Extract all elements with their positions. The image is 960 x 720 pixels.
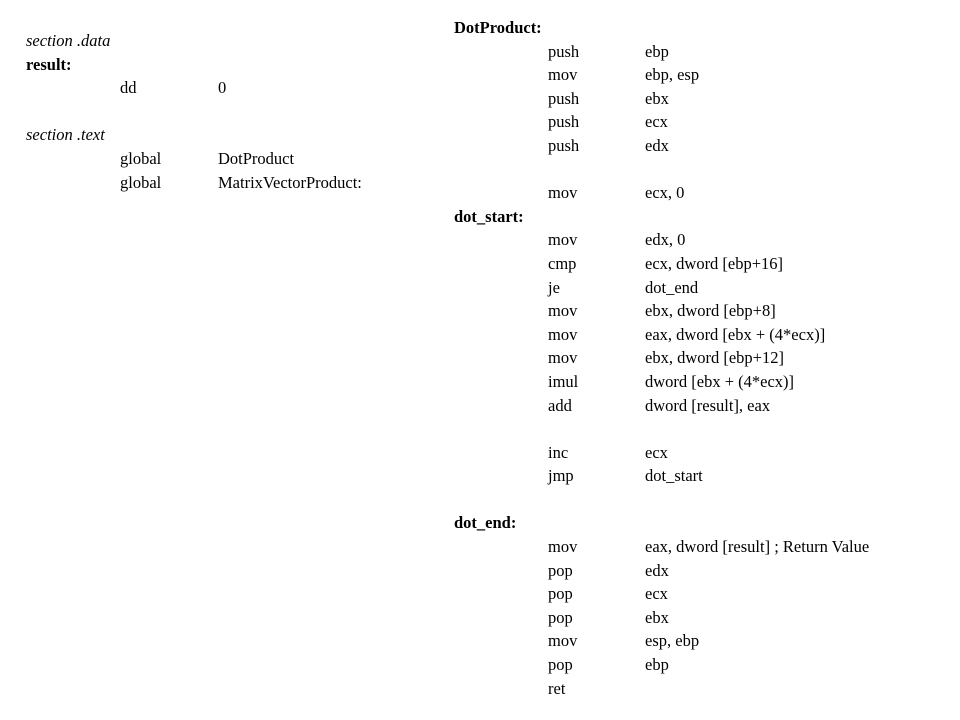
instruction-op: mov: [548, 301, 578, 321]
instruction-arg: eax, dword [result] ; Return Value: [645, 537, 870, 557]
instruction-op: imul: [548, 371, 579, 391]
code-line: mov esp, ebp: [454, 629, 699, 653]
code-line: push edx: [454, 134, 669, 158]
instruction-op: push: [548, 41, 580, 61]
code-line: imul dword [ebx + (4*ecx)]: [454, 370, 794, 394]
code-line: inc ecx: [454, 441, 668, 465]
instruction-op: pop: [548, 607, 573, 627]
prologue-block: push ebp mov ebp, esp push ebx push ecx push edx: [454, 40, 699, 158]
code-line: pop edx: [454, 559, 669, 583]
instruction-arg: eax, dword [ebx + (4*ecx)]: [645, 324, 826, 344]
blank-line: [454, 158, 542, 182]
instruction-op: mov: [548, 324, 578, 344]
instruction-arg: dot_start: [645, 466, 703, 486]
left-code-column: section .data result: dd 0 section .text…: [26, 29, 362, 195]
instruction-op: dd: [120, 78, 137, 98]
instruction-op: mov: [548, 348, 578, 368]
code-line-global: global MatrixVectorProduct:: [26, 171, 362, 195]
code-line: pop ebx: [454, 606, 669, 630]
code-line: mov eax, dword [result] ; Return Value: [454, 535, 869, 559]
instruction-arg: ecx: [645, 442, 668, 462]
code-line: push ebp: [454, 40, 669, 64]
code-line: mov ecx, 0: [454, 181, 684, 205]
code-line: push ebx: [454, 87, 669, 111]
code-line-result-dd: dd 0: [26, 76, 226, 100]
instruction-arg: dword [ebx + (4*ecx)]: [645, 371, 795, 391]
instruction-op: je: [548, 277, 560, 297]
instruction-op: mov: [548, 537, 578, 557]
loop-body-block: mov edx, 0 cmp ecx, dword [ebp+16] je dot_end…: [454, 228, 825, 418]
instruction-arg: dot_end: [645, 277, 699, 297]
instruction-op: inc: [548, 442, 569, 462]
instruction-op: jmp: [548, 466, 574, 486]
instruction-op: add: [548, 395, 572, 415]
instruction-op: global: [120, 148, 162, 168]
code-line: mov ebx, dword [ebp+12]: [454, 346, 784, 370]
instruction-op: global: [120, 172, 162, 192]
code-line: push ecx: [454, 110, 668, 134]
instruction-arg: DotProduct: [218, 148, 295, 168]
instruction-arg: esp, ebp: [645, 631, 700, 651]
instruction-op: mov: [548, 183, 578, 203]
instruction-arg: ecx: [645, 112, 668, 132]
instruction-arg: edx: [645, 560, 669, 580]
init-block: mov ecx, 0: [454, 181, 684, 205]
instruction-op: mov: [548, 631, 578, 651]
instruction-arg: ebp, esp: [645, 65, 700, 85]
blank-line: [454, 417, 542, 441]
dotproduct-label: DotProduct:: [454, 18, 542, 37]
instruction-op: mov: [548, 65, 578, 85]
code-line: pop ebp: [454, 653, 669, 677]
instruction-op: pop: [548, 560, 573, 580]
instruction-arg: 0: [218, 78, 227, 98]
code-line: cmp ecx, dword [ebp+16]: [454, 252, 783, 276]
instruction-arg: ebx, dword [ebp+12]: [645, 348, 784, 368]
code-line: mov eax, dword [ebx + (4*ecx)]: [454, 323, 825, 347]
code-line: mov edx, 0: [454, 228, 685, 252]
result-label: result:: [26, 54, 72, 74]
instruction-arg: dword [result], eax: [645, 395, 771, 415]
code-line: mov ebp, esp: [454, 63, 699, 87]
instruction-arg: edx, 0: [645, 230, 686, 250]
instruction-op: pop: [548, 584, 573, 604]
instruction-arg: ecx, 0: [645, 183, 685, 203]
loop-tail-block: inc ecx jmp dot_start: [454, 441, 703, 488]
text-section-directive: section .text: [26, 125, 105, 145]
dot-start-label: dot_start:: [454, 206, 524, 226]
instruction-op: cmp: [548, 253, 577, 273]
instruction-arg: edx: [645, 135, 669, 155]
blank-line: [454, 488, 542, 512]
instruction-arg: MatrixVectorProduct:: [218, 172, 362, 192]
instruction-op: mov: [548, 230, 578, 250]
instruction-op: push: [548, 88, 580, 108]
instruction-arg: ebp: [645, 41, 669, 61]
dot-end-label: dot_end:: [454, 513, 517, 533]
instruction-op: ret: [548, 678, 566, 698]
code-line: ret: [454, 677, 565, 701]
instruction-arg: ecx: [645, 584, 668, 604]
code-line: pop ecx: [454, 582, 668, 606]
instruction-op: push: [548, 135, 580, 155]
code-line: jmp dot_start: [454, 464, 703, 488]
instruction-arg: ebp: [645, 655, 669, 675]
instruction-op: push: [548, 112, 580, 132]
instruction-arg: ebx: [645, 88, 669, 108]
instruction-arg: ecx, dword [ebp+16]: [645, 253, 784, 273]
instruction-arg: ebx, dword [ebp+8]: [645, 301, 776, 321]
data-section-directive: section .data: [26, 31, 111, 50]
instruction-arg: ebx: [645, 607, 669, 627]
code-line: mov ebx, dword [ebp+8]: [454, 299, 776, 323]
code-line: add dword [result], eax: [454, 394, 770, 418]
instruction-op: pop: [548, 655, 573, 675]
code-line: je dot_end: [454, 276, 698, 300]
blank-line: [26, 100, 110, 124]
code-line-global: global DotProduct: [26, 147, 294, 171]
